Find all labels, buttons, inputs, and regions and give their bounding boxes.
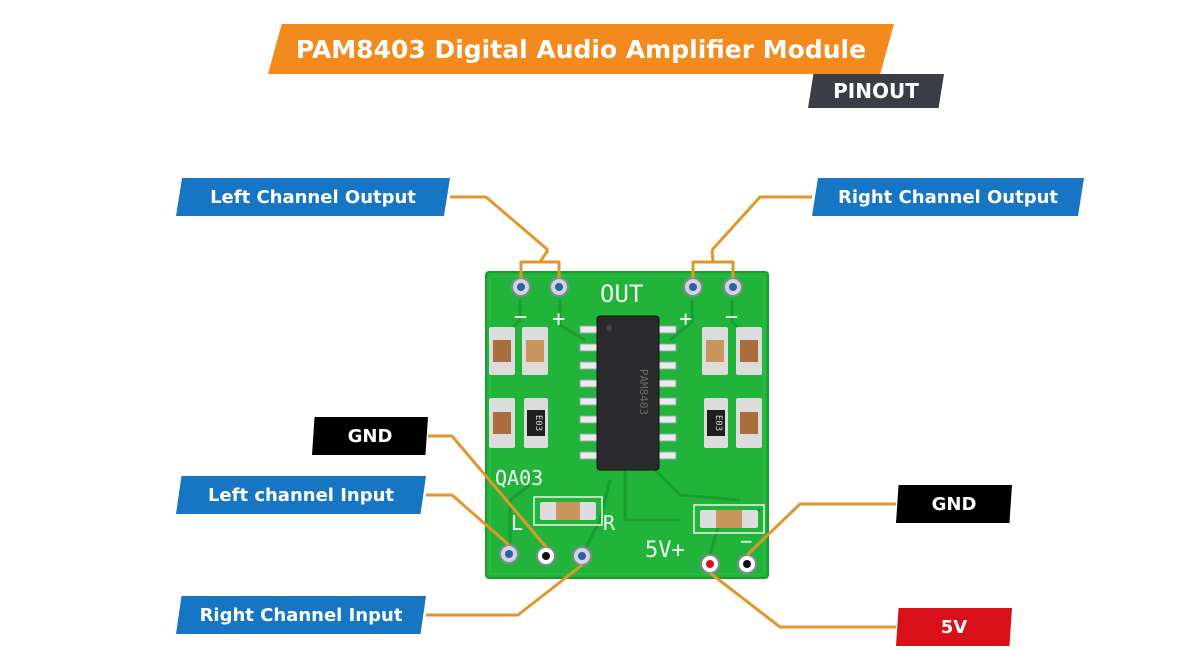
pinout-tag: PINOUT <box>808 74 944 108</box>
output-pads <box>511 277 743 297</box>
label-gnd-left: GND <box>312 417 428 455</box>
label-gnd-right: GND <box>896 485 1012 523</box>
silk-power: 5V+ <box>645 538 685 563</box>
smd-components-bottom <box>533 496 765 534</box>
silk-minus-power: − <box>740 529 752 553</box>
smd-components-right <box>702 327 762 448</box>
leader-gnd-right <box>745 502 896 557</box>
leader-right-input <box>426 563 583 617</box>
label-left-channel-input: Left channel Input <box>176 476 426 514</box>
leader-left-output <box>450 195 549 252</box>
leader-5v <box>709 571 896 629</box>
label-right-channel-input: Right Channel Input <box>176 596 426 634</box>
leader-left-input <box>426 493 510 547</box>
title-banner: PAM8403 Digital Audio Amplifier Module <box>268 24 894 74</box>
silk-minus-right: − <box>725 305 738 330</box>
leader-gnd-left <box>428 434 548 548</box>
leader-lines <box>426 195 896 629</box>
input-pads <box>499 544 757 574</box>
resistor-code-right: E03 <box>713 415 723 431</box>
silk-r: R <box>603 511 616 535</box>
silk-plus-left: + <box>552 307 565 332</box>
silk-minus-left: − <box>514 305 527 330</box>
silk-plus-right: + <box>679 307 692 332</box>
silk-out: OUT <box>600 280 643 308</box>
chip-pins <box>579 325 677 460</box>
label-left-channel-output: Left Channel Output <box>176 178 450 216</box>
chip-marking: PAM8403 <box>637 369 650 415</box>
label-right-channel-output: Right Channel Output <box>812 178 1084 216</box>
pam8403-chip <box>596 315 660 471</box>
leader-right-output <box>710 195 812 252</box>
resistor-code-left: E03 <box>533 415 543 431</box>
label-5v: 5V <box>896 608 1012 646</box>
smd-components-left <box>489 327 548 448</box>
silk-model-code: QA03 <box>495 466 543 490</box>
